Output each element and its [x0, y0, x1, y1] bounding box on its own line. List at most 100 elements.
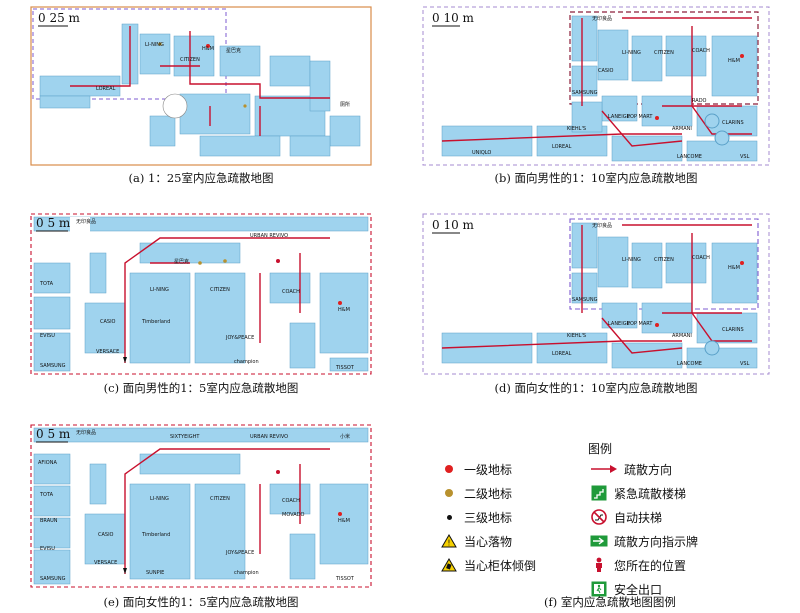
- map-e-label-3: AFIONA: [38, 460, 57, 466]
- map-e-label-1: SIXTYEIGHT: [170, 434, 200, 440]
- caption-d: (d) 面向女性的1：10室内应急疏散地图: [494, 381, 698, 395]
- map-d-label-5: LANEIGE: [608, 321, 630, 327]
- map-b-label-9: ARMANI: [672, 126, 692, 132]
- map-d-label-0: LI-NING: [622, 257, 641, 263]
- legend-item-direction-sign: 疏散方向指示牌: [590, 532, 698, 550]
- legend-item-secondary-landmark: 二级地标: [440, 484, 512, 502]
- map-e-label-10: H&M: [338, 518, 350, 524]
- map-b-label-13: UNIQLO: [472, 150, 491, 156]
- map-c-label-10: JOY&PEACE: [225, 335, 254, 341]
- map-b-label-3: H&M: [728, 58, 740, 64]
- map-c-label-11: SAMSUNG: [40, 363, 66, 369]
- map-c-label-4: CITIZEN: [210, 287, 230, 293]
- map-e-label-16: VERSACE: [94, 560, 117, 566]
- map-c-label-1: URBAN REVIVO: [250, 233, 288, 239]
- tertiary-landmark-icon: [446, 514, 452, 520]
- map-c-label-14: TISSOT: [335, 365, 355, 371]
- map-a-label-0: LI-NING: [145, 42, 164, 48]
- legend-item-safety-exit: 安全出口: [590, 580, 662, 598]
- legend-item-cabinet-tip: 当心柜体倾倒: [440, 556, 536, 574]
- map-b-scale: 0 10 m: [432, 11, 475, 25]
- legend: 图例 一级地标 二级地标 三级地标 ! 当心落物 当心柜体倾倒 疏散方向 紧急疏…: [440, 440, 780, 610]
- map-d-label-10: LOREAL: [552, 351, 572, 357]
- map-d-label-13: 无印良品: [592, 222, 612, 229]
- map-panel-d: LI-NING CITIZEN COACH H&M SAMSUNG LANEIG…: [422, 213, 770, 375]
- legend-item-emergency-stair: 紧急疏散楼梯: [590, 484, 686, 502]
- caption-e: (e) 面向女性的1：5室内应急疏散地图: [103, 595, 299, 609]
- map-d-label-9: CLARINS: [722, 327, 744, 333]
- map-b-label-15: LANCOME: [677, 154, 702, 160]
- map-a-label-5: 厕所: [340, 101, 350, 108]
- map-a-scale: 0 25 m: [38, 11, 81, 25]
- map-b-label-11: CLARINS: [722, 120, 744, 126]
- map-e-label-0: 无印良品: [76, 429, 96, 436]
- map-e-label-20: 小米: [340, 433, 350, 440]
- map-c-label-2: TOTA: [39, 281, 54, 287]
- legend-item-escalator: 自动扶梯: [590, 508, 662, 526]
- map-panel-c: 无印良品 URBAN REVIVO TOTA LI-NING CITIZEN C…: [30, 213, 372, 375]
- map-c-scale: 0 5 m: [36, 216, 71, 230]
- map-e-svg: 无印良品 SIXTYEIGHT URBAN REVIVO AFIONA TOTA…: [30, 424, 372, 588]
- secondary-landmark-icon: [445, 489, 453, 497]
- map-c-label-0: 无印良品: [76, 218, 96, 225]
- map-c-label-5: COACH: [282, 289, 300, 295]
- escalator-prohibited-icon: [590, 509, 608, 525]
- map-b-label-6: RADO: [692, 98, 707, 104]
- map-b-label-5: SAMSUNG: [572, 90, 598, 96]
- map-c-label-3: LI-NING: [150, 287, 169, 293]
- map-b-label-14: VSL: [740, 154, 750, 160]
- map-c-label-6: H&M: [338, 307, 350, 313]
- you-are-here-icon: [590, 557, 608, 573]
- safety-exit-icon: [590, 581, 608, 597]
- legend-item-primary-landmark: 一级地标: [440, 460, 512, 478]
- map-b-label-8: POP MART: [627, 114, 653, 120]
- map-e-label-8: COACH: [282, 498, 300, 504]
- map-e-label-12: CASIO: [98, 532, 114, 538]
- falling-object-warning-icon: !: [440, 533, 458, 549]
- map-d-label-11: LANCOME: [677, 361, 702, 367]
- map-panel-b: LI-NING CITIZEN COACH H&M CASIO SAMSUNG …: [422, 6, 770, 166]
- cabinet-tip-warning-icon: [440, 557, 458, 573]
- map-e-label-7: CITIZEN: [210, 496, 230, 502]
- map-b-label-12: LOREAL: [552, 144, 572, 150]
- map-a-svg: LI-NING H&M CITIZEN LOREAL 星巴克 厕所 0 25 m: [30, 6, 372, 166]
- map-d-label-3: H&M: [728, 265, 740, 271]
- map-b-label-1: CITIZEN: [654, 50, 674, 56]
- legend-item-evacuation-direction: 疏散方向: [590, 460, 672, 478]
- map-e-label-9: MOVADO: [282, 512, 305, 518]
- map-c-label-12: VERSACE: [96, 349, 119, 355]
- map-d-label-2: COACH: [692, 255, 710, 261]
- map-d-label-1: CITIZEN: [654, 257, 674, 263]
- map-c-label-8: CASIO: [100, 319, 116, 325]
- evacuation-arrow-icon: [590, 461, 618, 477]
- map-b-label-16: 无印良品: [592, 15, 612, 22]
- direction-sign-icon: [590, 533, 608, 549]
- caption-c: (c) 面向男性的1：5室内应急疏散地图: [103, 381, 299, 395]
- legend-item-tertiary-landmark: 三级地标: [440, 508, 512, 526]
- map-a-label-3: LOREAL: [96, 86, 116, 92]
- map-d-svg: LI-NING CITIZEN COACH H&M SAMSUNG LANEIG…: [422, 213, 770, 375]
- map-e-label-15: SAMSUNG: [40, 576, 66, 582]
- map-e-label-19: TISSOT: [335, 576, 355, 582]
- caption-b: (b) 面向男性的1：10室内应急疏散地图: [494, 171, 698, 185]
- map-e-label-6: LI-NING: [150, 496, 169, 502]
- map-d-label-7: ARMANI: [672, 333, 692, 339]
- map-e-label-18: champion: [234, 570, 259, 576]
- map-c-label-13: champion: [234, 359, 259, 365]
- map-c-label-15: 星巴克: [174, 259, 189, 265]
- legend-item-falling-object: ! 当心落物: [440, 532, 512, 550]
- map-e-label-4: TOTA: [39, 492, 54, 498]
- map-d-label-4: SAMSUNG: [572, 297, 598, 303]
- map-e-label-11: EVISU: [40, 546, 55, 552]
- map-panel-a: LI-NING H&M CITIZEN LOREAL 星巴克 厕所 0 25 m: [30, 6, 372, 166]
- legend-item-you-are-here: 您所在的位置: [590, 556, 686, 574]
- map-panel-e: 无印良品 SIXTYEIGHT URBAN REVIVO AFIONA TOTA…: [30, 424, 372, 588]
- legend-title: 图例: [588, 442, 613, 456]
- map-a-label-2: CITIZEN: [180, 57, 200, 63]
- map-b-label-2: COACH: [692, 48, 710, 54]
- map-d-label-8: KIEHL'S: [567, 333, 586, 339]
- map-e-label-13: Timberland: [141, 532, 170, 538]
- map-d-label-6: POP MART: [627, 321, 653, 327]
- map-b-svg: LI-NING CITIZEN COACH H&M CASIO SAMSUNG …: [422, 6, 770, 166]
- primary-landmark-icon: [445, 465, 453, 473]
